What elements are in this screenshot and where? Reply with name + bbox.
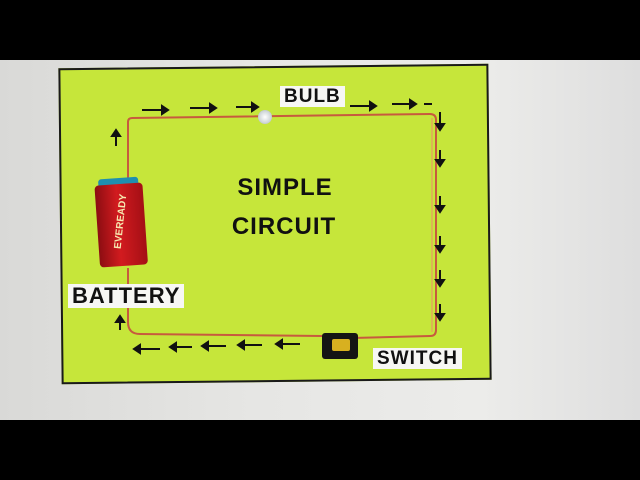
wire — [127, 112, 437, 339]
letterbox-bottom — [0, 420, 640, 480]
battery-label: BATTERY — [68, 284, 185, 308]
bulb-label: BULB — [280, 86, 345, 107]
switch-icon — [322, 333, 358, 359]
current-arrows — [110, 98, 446, 355]
title-line-1: SIMPLE — [237, 174, 333, 201]
switch-label: SWITCH — [373, 348, 462, 369]
switch-lever — [332, 339, 350, 351]
bulb-icon — [258, 110, 272, 124]
battery-icon: EVEREADY — [94, 176, 149, 268]
letterbox-top — [0, 0, 640, 60]
title-line-2: CIRCUIT — [231, 213, 337, 240]
